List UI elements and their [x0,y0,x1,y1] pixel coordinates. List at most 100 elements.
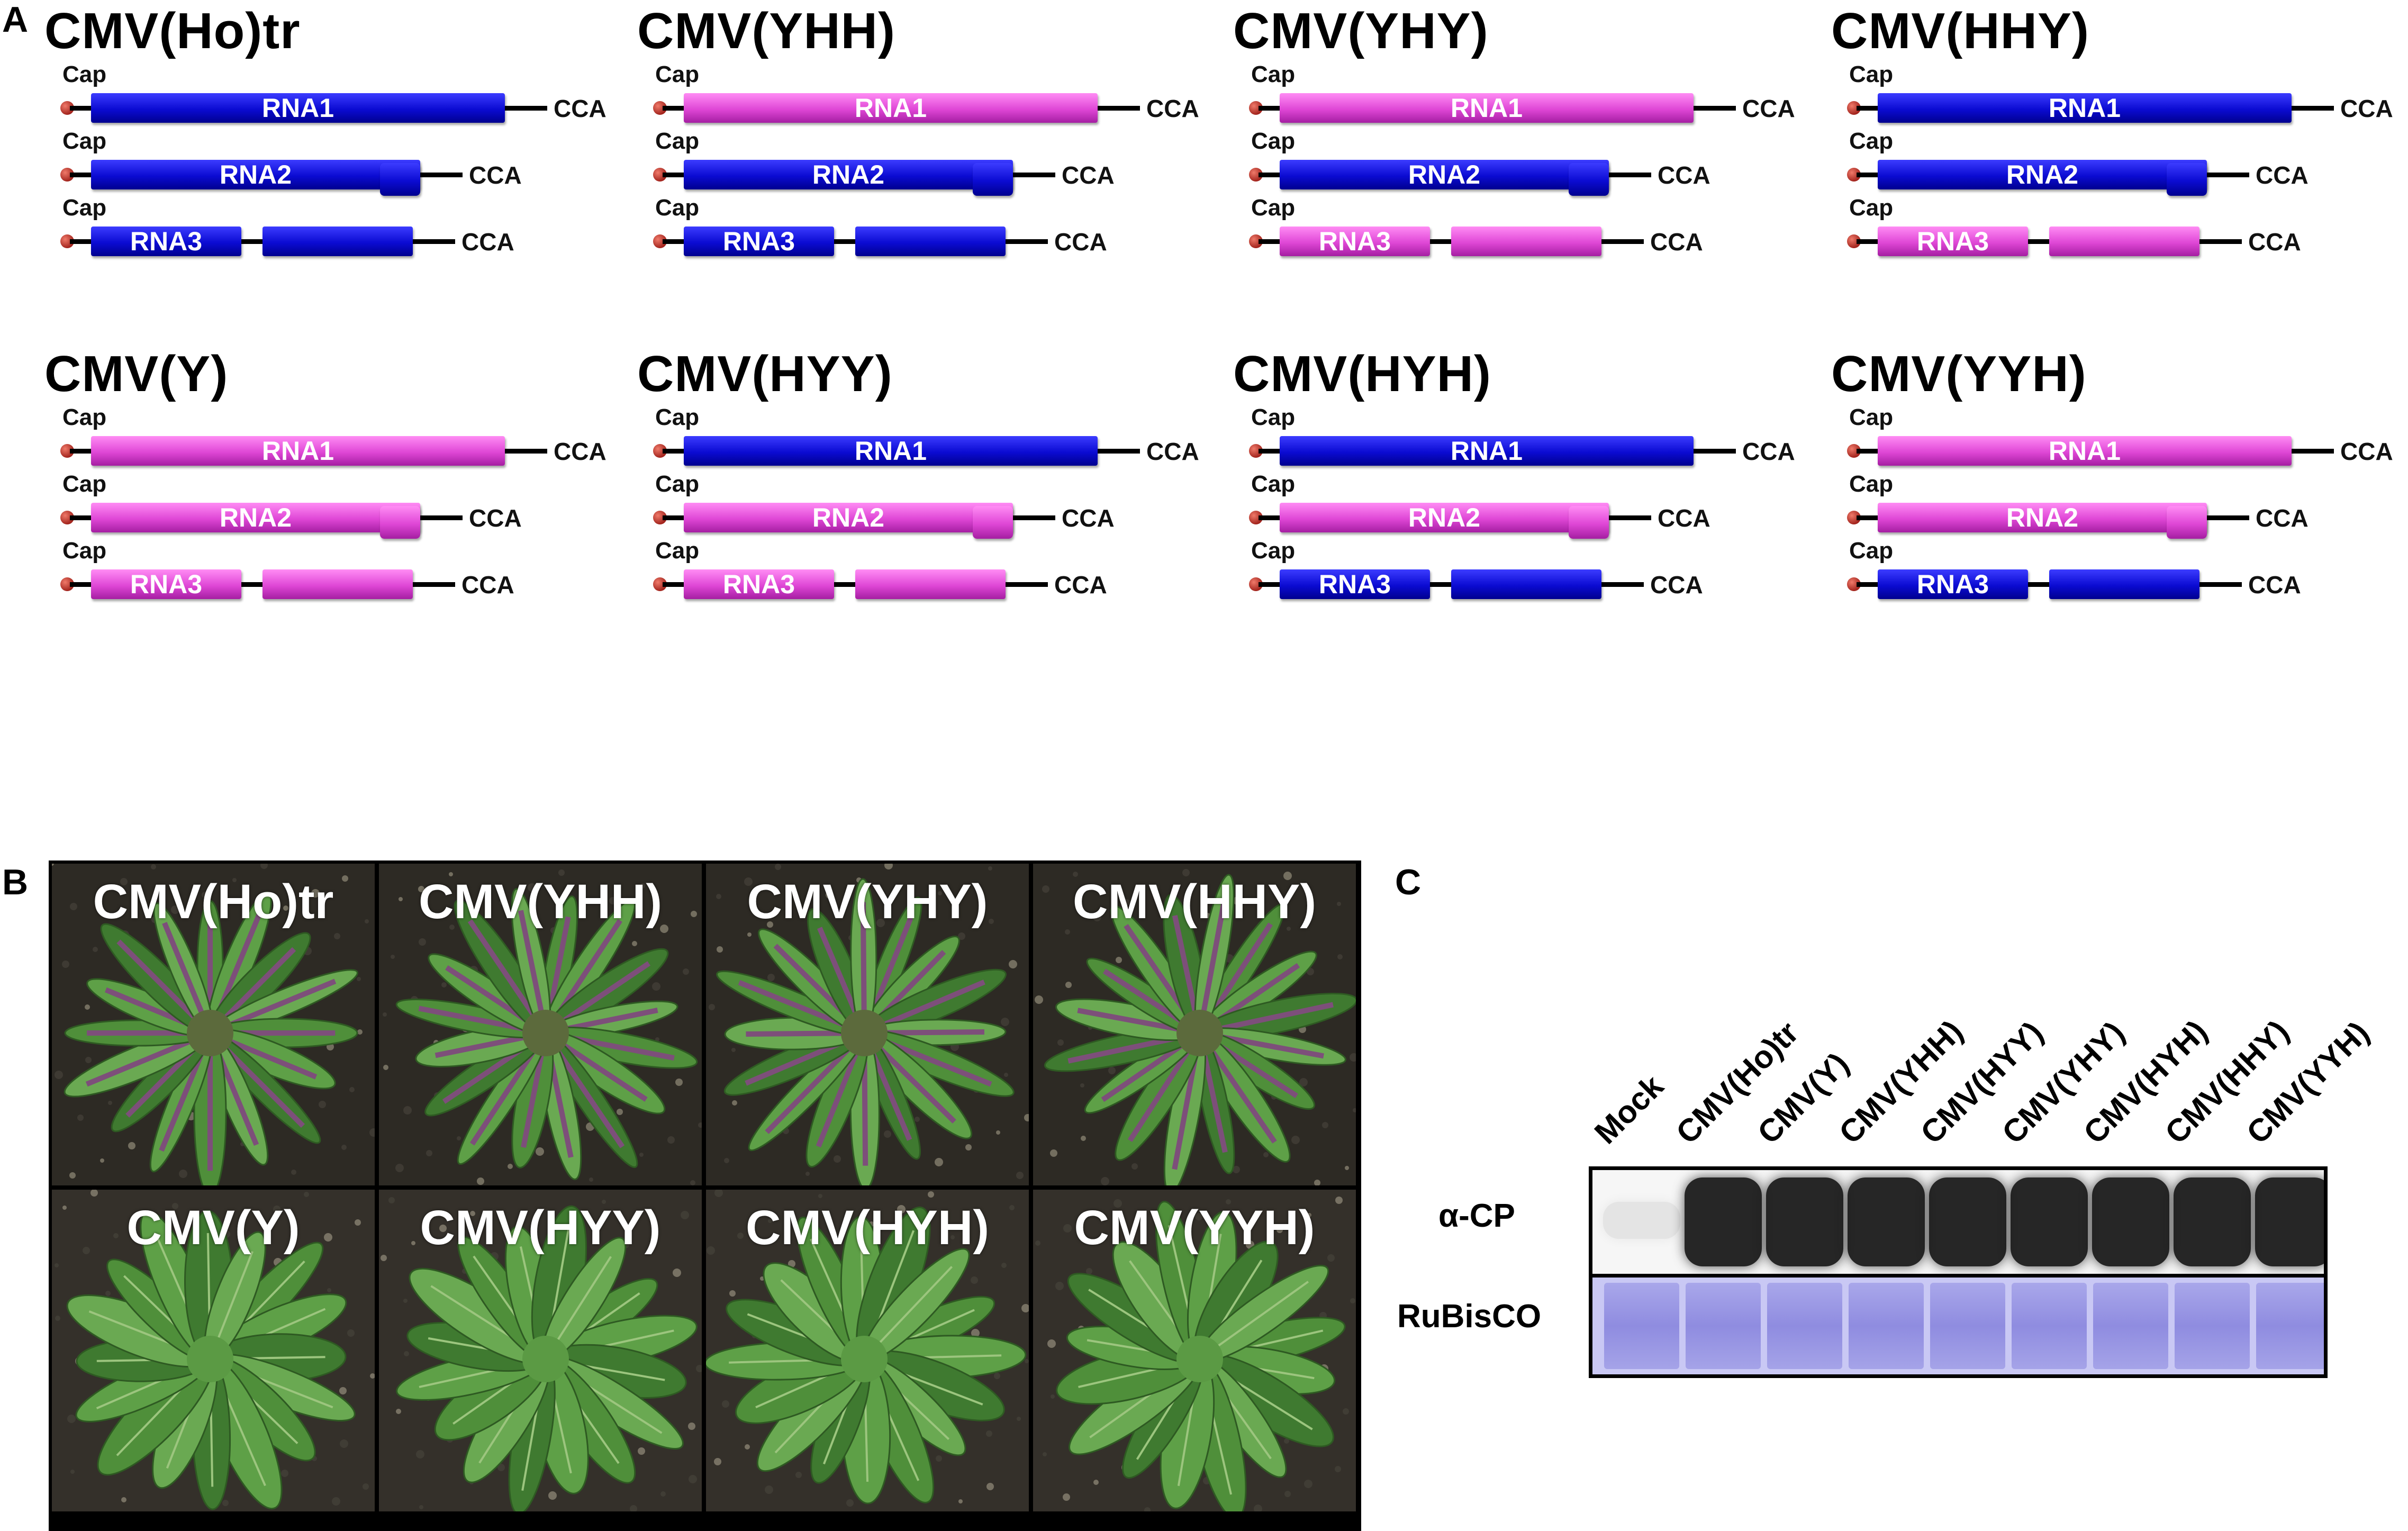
soil-speck [369,1128,375,1137]
rubisco-band [2093,1283,2168,1369]
soil-speck [1016,1172,1024,1179]
cca-label: CCA [461,228,514,256]
rna2-orf2b-bar [1569,163,1609,196]
utr-line [1259,239,1280,244]
cap-label: Cap [1251,404,1296,430]
utr-line [1098,449,1140,454]
rna2-bar [1280,503,1609,532]
utr-line [1694,106,1736,111]
cca-label: CCA [1650,571,1703,599]
soil-speck [660,925,668,933]
rna1-label: RNA1 [1450,436,1523,466]
row-label-rubisco: RuBisCO [1397,1298,1542,1335]
cap-label: Cap [655,538,700,564]
soil-speck [884,864,893,869]
soil-speck [745,1444,750,1450]
soil-speck [714,1190,723,1197]
soil-speck [151,864,156,869]
soil-speck [1055,1282,1064,1290]
rna3-orf1-bar [1280,569,1430,599]
cca-label: CCA [1062,161,1115,189]
utr-line [1006,239,1048,244]
plant-rosette-illustration [706,864,1029,1185]
utr-line [413,582,455,587]
rna1-label: RNA1 [854,93,927,123]
utr-line [1259,106,1280,111]
utr-line [1857,582,1878,587]
cca-label: CCA [1658,504,1710,532]
alpha-cp-band [1848,1177,1925,1266]
alpha-cp-band [1603,1202,1680,1239]
soil-speck [707,1246,715,1255]
plant-photo-tile: CMV(HYH) [706,1190,1029,1511]
soil-speck [1233,896,1242,905]
utr-line [1259,449,1280,454]
soil-speck [691,911,697,917]
rna2-bar [91,503,420,532]
construct-title: CMV(Ho)tr [44,3,301,59]
soil-speck [971,1329,980,1337]
soil-speck [638,1447,645,1455]
rna1-bar [684,93,1098,123]
intergenic-line [241,582,262,587]
soil-speck [202,892,208,898]
soil-speck [681,1211,689,1219]
soil-speck [617,1109,623,1115]
rna3-label: RNA3 [1916,569,1989,599]
soil-speck [767,974,775,981]
soil-speck [1009,960,1017,968]
utr-line [1857,449,1878,454]
rna2-orf2b-bar [1569,506,1609,539]
soil-speck [818,1194,822,1198]
utr-line [70,106,91,111]
soil-speck [383,1012,387,1017]
soil-speck [1350,1298,1355,1303]
cca-label: CCA [2248,571,2301,599]
soil-speck [327,1288,331,1292]
intergenic-line [2028,239,2049,244]
soil-speck [477,1177,484,1185]
soil-speck [319,1101,326,1108]
utr-line [1857,173,1878,177]
soil-speck [1001,1263,1007,1268]
rosette-center [841,1010,888,1056]
rna1-bar [1280,436,1694,466]
utr-line [663,582,684,587]
soil-speck [55,1263,59,1267]
soil-speck [67,1415,76,1423]
soil-speck [363,1483,369,1490]
utr-line [1609,515,1651,520]
plant-photo-tile: CMV(YHY) [706,864,1029,1185]
cca-label: CCA [1054,228,1107,256]
soil-speck [101,889,106,894]
rna1-bar [1878,436,2292,466]
utr-line [1259,173,1280,177]
soil-speck [70,903,77,910]
rna3-label: RNA3 [130,227,203,256]
utr-line [70,449,91,454]
soil-speck [403,1299,408,1303]
rna2-label: RNA2 [1408,503,1481,532]
plant-rosette-illustration [1033,1190,1356,1511]
soil-speck [497,1464,505,1471]
rna3-label: RNA3 [1318,569,1391,599]
rna1-label: RNA1 [261,93,334,123]
soil-speck [986,1430,992,1437]
soil-speck [1345,1166,1349,1170]
rosette-center [187,1336,233,1382]
soil-speck [1304,1480,1312,1488]
soil-speck [355,1219,361,1226]
soil-speck [172,1203,178,1209]
plant-photo-label: CMV(Y) [126,1201,300,1255]
soil-speck [404,1351,409,1356]
soil-speck [1284,1491,1291,1497]
soil-speck [683,968,689,975]
soil-speck [334,933,340,939]
soil-speck [179,1170,187,1178]
cap-label: Cap [62,61,107,87]
soil-speck [399,897,403,901]
rna2-orf2b-bar [973,506,1013,539]
